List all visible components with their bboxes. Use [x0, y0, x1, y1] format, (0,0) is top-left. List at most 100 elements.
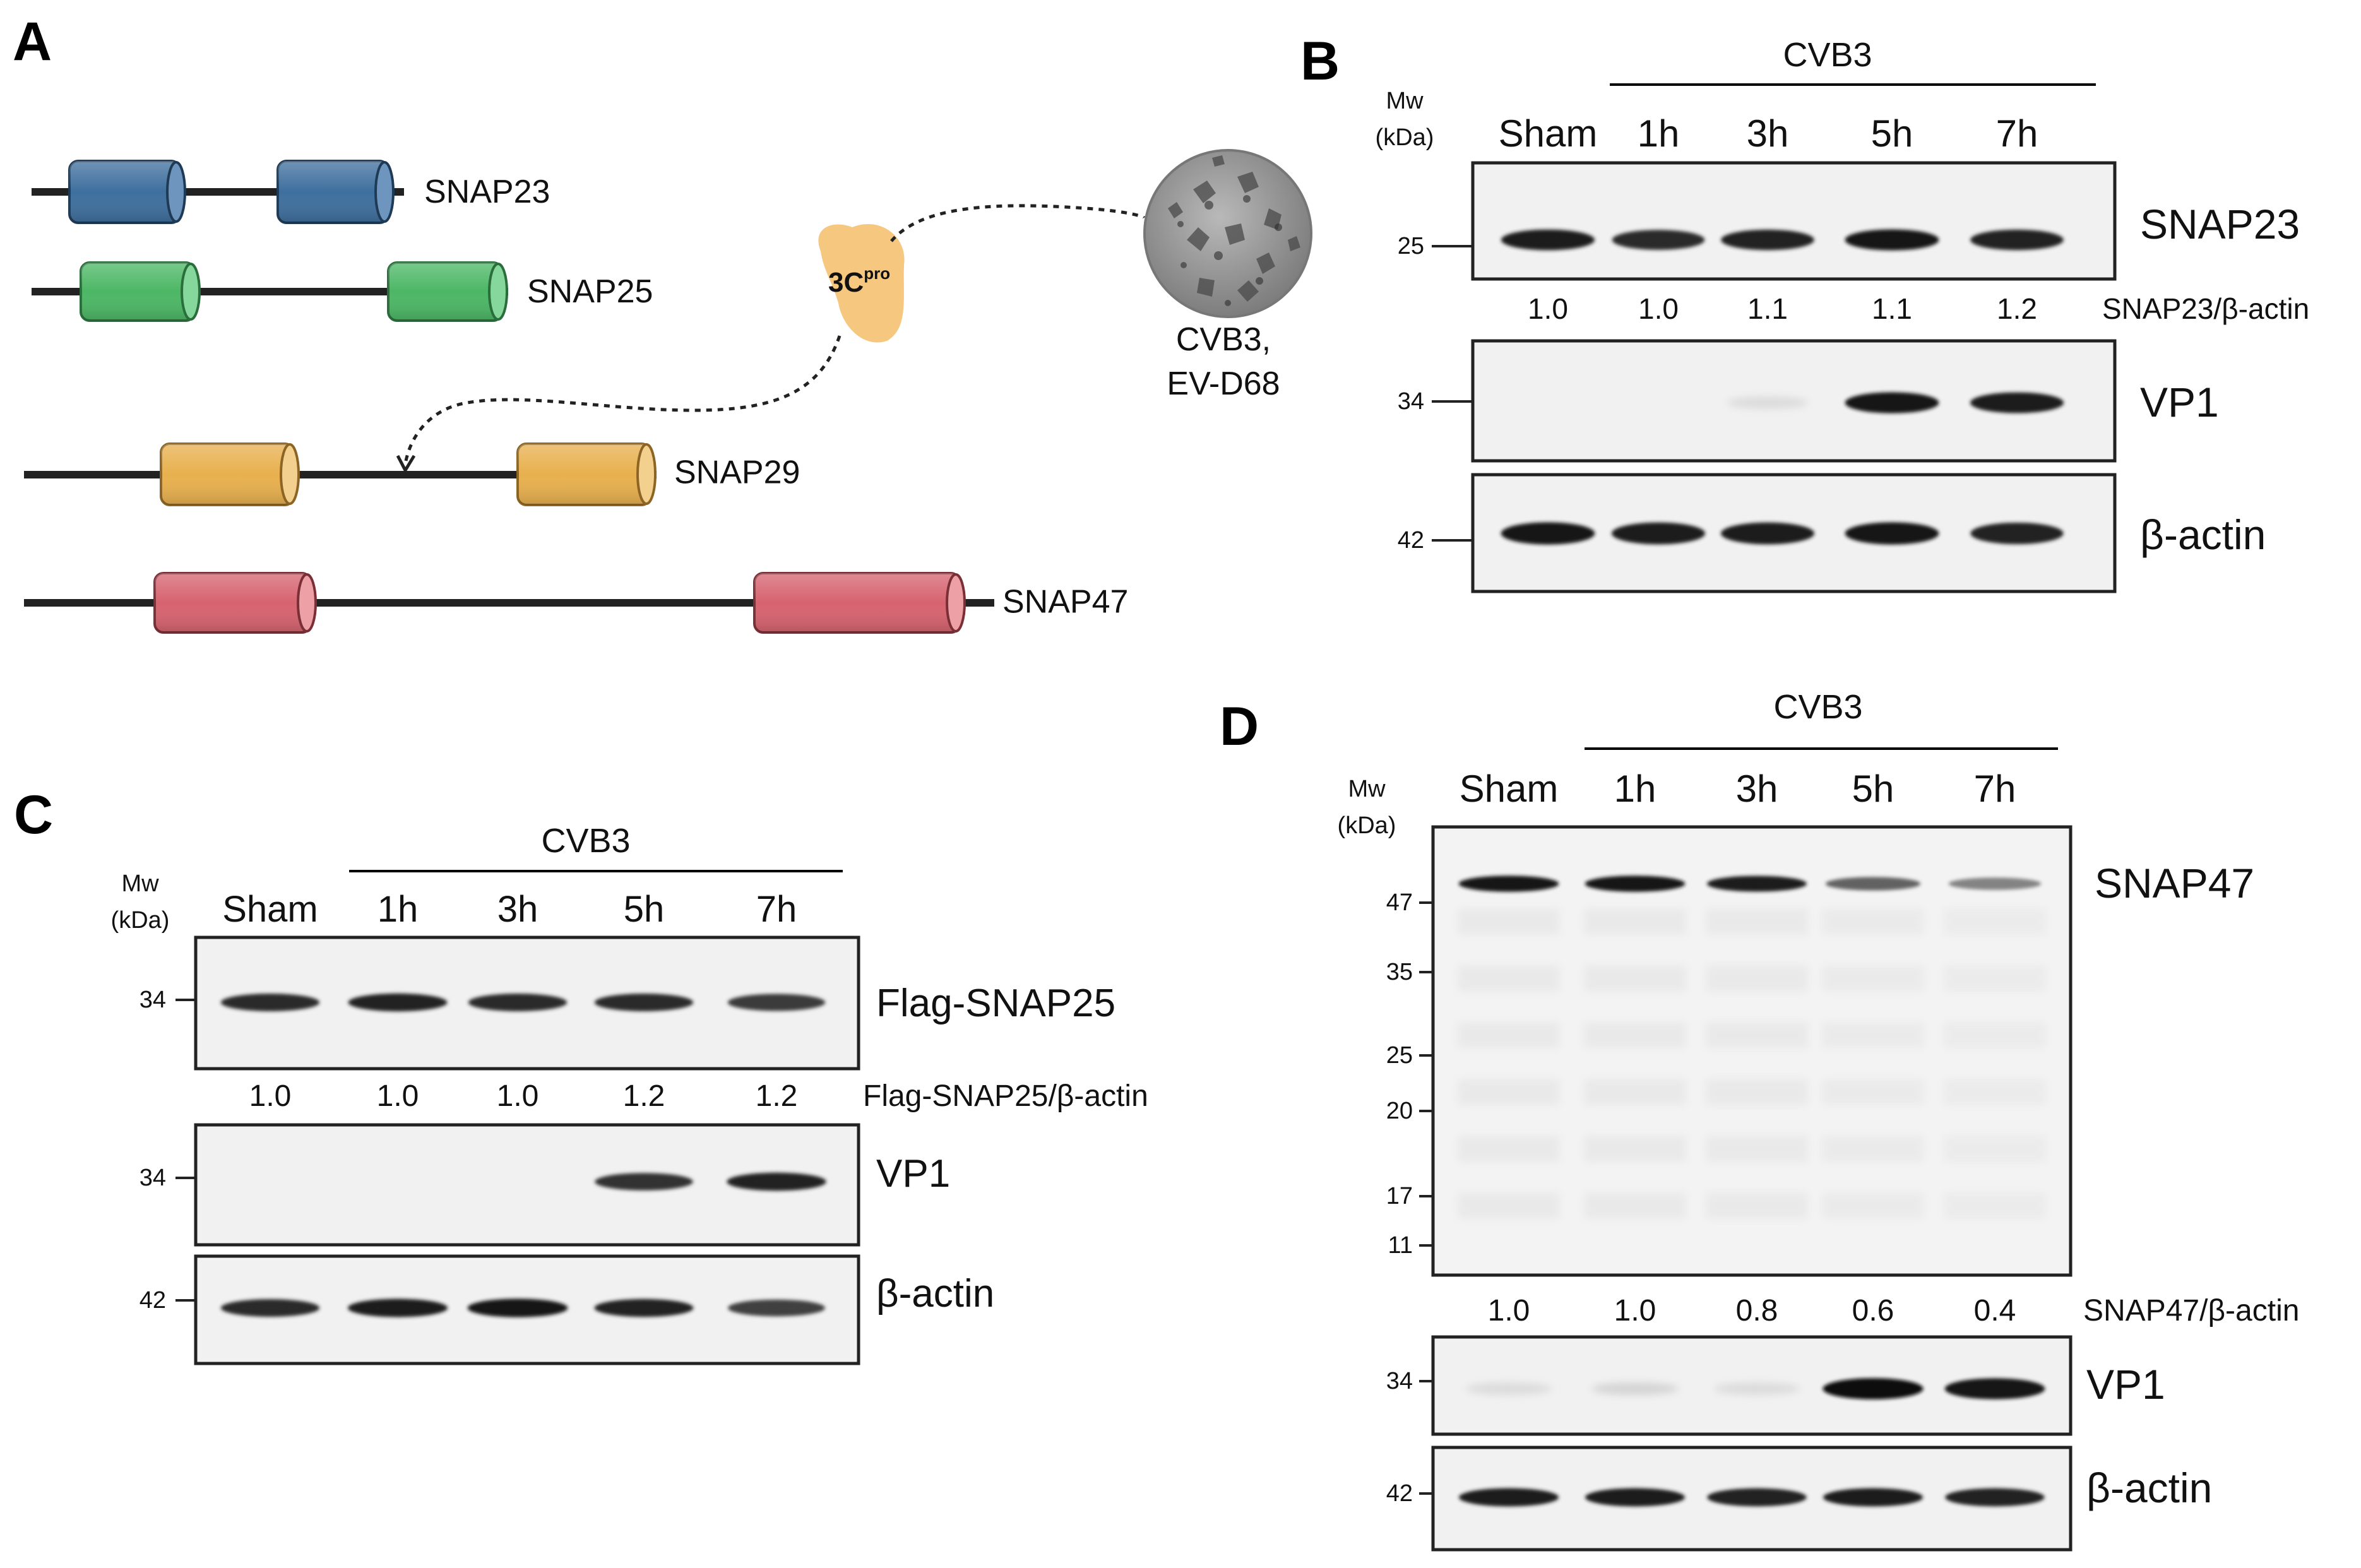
lane-label-3h: 3h [497, 889, 538, 930]
mw-marker-34: 34 [140, 987, 166, 1013]
band [1823, 1488, 1924, 1507]
smear-band [1458, 966, 1559, 991]
protease-3c-label: 3Cpro [828, 264, 890, 298]
lane-label-sham: Sham [1460, 768, 1559, 810]
mw-header-line2: (kDa) [1376, 124, 1434, 151]
blot-vp1 [1431, 1335, 2073, 1436]
smear-band [1823, 1023, 1924, 1048]
virus-particle-icon [1143, 149, 1312, 318]
ratio-value: 1.0 [1638, 292, 1679, 325]
virus-label-line2: EV-D68 [1167, 365, 1280, 402]
snare-domain-2 [753, 572, 966, 634]
band [1948, 877, 2042, 890]
arrowhead-icon [396, 454, 416, 474]
blot-vp1 [1471, 339, 2117, 463]
ratio-label: SNAP23/β-actin [2102, 292, 2309, 325]
blot-snap47 [1431, 825, 2073, 1277]
smear-band [1944, 1079, 2045, 1105]
band [594, 1298, 694, 1317]
band [1845, 392, 1939, 413]
mw-marker-42: 42 [1386, 1480, 1413, 1507]
smear-band [1944, 1023, 2045, 1048]
band [1845, 522, 1939, 545]
smear-band [1706, 966, 1807, 991]
smear-band [1706, 909, 1807, 934]
protein-label-snap25: SNAP25 [527, 273, 653, 310]
blot-label-vp1: VP1 [876, 1152, 950, 1196]
band [1611, 522, 1706, 545]
mw-marker-25: 25 [1386, 1042, 1413, 1069]
smear-band [1585, 1079, 1686, 1105]
mw-marker-35: 35 [1386, 959, 1413, 985]
lane-label-1h: 1h [1614, 768, 1656, 810]
mw-marker-20: 20 [1386, 1098, 1413, 1124]
lane-label-sham: Sham [1499, 112, 1598, 155]
snare-domain-2 [277, 160, 395, 224]
band [1501, 522, 1595, 545]
smear-band [1706, 1136, 1807, 1161]
smear-band [1944, 909, 2045, 934]
snare-domain-2 [387, 261, 508, 322]
mw-marker-42: 42 [1398, 527, 1424, 554]
blot-label-snap23: SNAP23 [2140, 201, 2300, 247]
smear-band [1458, 1079, 1559, 1105]
mw-marker-47: 47 [1386, 889, 1413, 916]
blot-label-beta-actin: β-actin [2140, 511, 2266, 558]
lane-label-3h: 3h [1736, 768, 1778, 810]
protease-3c-shape [818, 223, 905, 343]
band [348, 993, 448, 1012]
band [1591, 1382, 1679, 1395]
blot-beta-actin [1471, 473, 2117, 593]
panel-c-letter: C [14, 785, 53, 845]
band [727, 1172, 826, 1191]
smear-band [1585, 909, 1686, 934]
treatment-label: CVB3 [541, 822, 630, 860]
band [1706, 876, 1807, 892]
ratio-value: 1.2 [756, 1079, 798, 1113]
band [1707, 1488, 1807, 1507]
mw-marker-11: 11 [1388, 1232, 1413, 1259]
protein-label-snap47: SNAP47 [1002, 584, 1128, 621]
smear-band [1823, 909, 1924, 934]
lane-label-7h: 7h [1996, 112, 2038, 155]
smear-band [1585, 966, 1686, 991]
ratio-value: 1.0 [1488, 1294, 1530, 1327]
smear-band [1458, 1023, 1559, 1048]
virus-to-protease-dashed-line [890, 204, 1146, 242]
ratio-value: 1.2 [623, 1079, 665, 1113]
ratio-value: 1.0 [1528, 292, 1568, 325]
lane-label-5h: 5h [624, 889, 665, 930]
ratio-value: 1.0 [377, 1079, 419, 1113]
smear-band [1944, 1193, 2045, 1218]
cleavage-dashed-arrow [403, 335, 842, 465]
lane-label-5h: 5h [1871, 112, 1913, 155]
band [1970, 522, 2064, 545]
protein-snap25-diagram: SNAP25 [32, 261, 653, 322]
smear-band [1585, 1193, 1686, 1218]
protein-label-snap29: SNAP29 [674, 454, 800, 491]
band [728, 1299, 825, 1317]
mw-marker-25: 25 [1398, 233, 1424, 259]
ratio-value: 1.1 [1747, 292, 1788, 325]
ratio-value: 1.1 [1872, 292, 1912, 325]
smear-band [1823, 1136, 1924, 1161]
mw-header-line1: Mw [1348, 776, 1386, 802]
snare-domain-1 [68, 160, 186, 224]
band [1944, 1378, 2045, 1399]
smear-band [1458, 1193, 1559, 1218]
treatment-label: CVB3 [1783, 36, 1872, 74]
lane-label-sham: Sham [222, 889, 318, 930]
band [1721, 229, 1814, 251]
band [467, 1298, 568, 1317]
smear-band [1585, 1023, 1686, 1048]
smear-band [1706, 1193, 1807, 1218]
panel-d-letter: D [1220, 696, 1259, 757]
mw-marker-34: 34 [140, 1165, 166, 1191]
